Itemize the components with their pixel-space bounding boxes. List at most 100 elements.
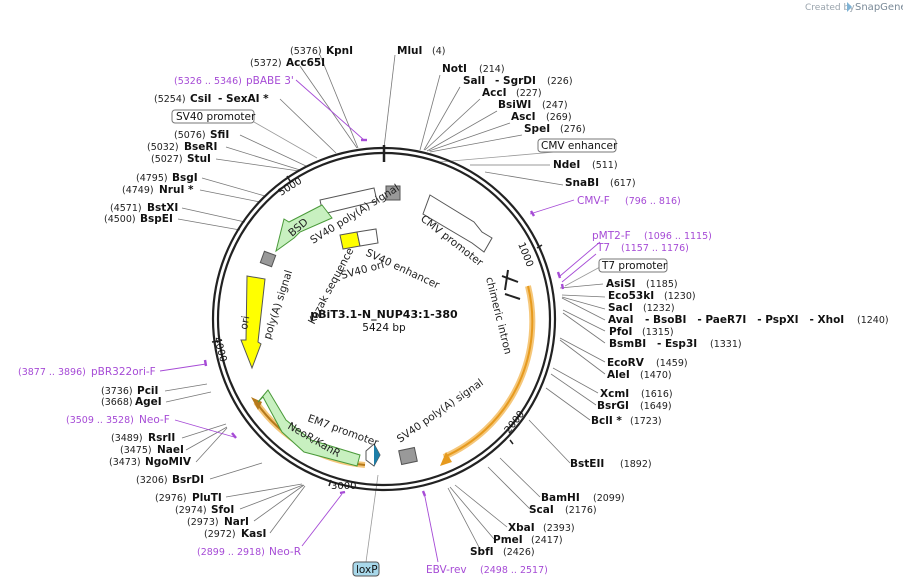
site-xbai: XbaI: [508, 522, 535, 534]
svg-text:(3475): (3475): [120, 445, 152, 456]
site-sali: SalI: [463, 75, 485, 87]
svg-text:(5372): (5372): [250, 58, 282, 69]
site-sfoi: SfoI: [211, 504, 234, 516]
svg-text:(3473): (3473): [109, 457, 141, 468]
site-snabi: SnaBI: [565, 177, 599, 189]
site-rsrii: RsrII: [148, 432, 175, 444]
svg-text:(1723): (1723): [630, 416, 662, 427]
ori-arrow: [240, 275, 266, 370]
chimeric-intron-marker: [501, 269, 521, 300]
svg-text:(2426): (2426): [503, 547, 535, 558]
feature-polya-signal: poly(A) signal: [261, 269, 295, 341]
site-noti: NotI: [442, 63, 467, 75]
tick-4000: 4000: [211, 336, 228, 363]
site-nrui: NruI *: [159, 184, 194, 196]
primer-neo-r: Neo-R: [269, 546, 301, 558]
tick-5000: 5000: [277, 176, 304, 199]
site-bsteii: BstEII: [570, 458, 604, 470]
svg-text:(2176): (2176): [565, 505, 597, 516]
site-bspei: BspEI: [140, 213, 173, 225]
site-ngomiv: NgoMIV: [145, 456, 192, 468]
site-naei: NaeI: [157, 444, 184, 456]
bsd-arrow: [275, 204, 333, 253]
site-alei: AleI: [607, 369, 630, 381]
svg-text:(3206): (3206): [136, 475, 168, 486]
plasmid-name: pBiT3.1-N_NUP43:1-380: [310, 308, 458, 321]
site-ecorv: EcoRV: [607, 357, 645, 369]
site-stui: StuI: [187, 153, 211, 165]
site-kasi: KasI: [241, 528, 266, 540]
site-eco53ki: Eco53kI: [608, 290, 654, 302]
svg-text:- Esp3I: - Esp3I: [657, 338, 697, 350]
site-sbfi: SbfI: [470, 546, 494, 558]
svg-text:(247): (247): [542, 100, 568, 111]
svg-text:(226): (226): [547, 76, 573, 87]
site-bsgi: BsgI: [172, 172, 198, 184]
primer-cmv-f: CMV-F: [577, 195, 610, 207]
primer-neo-f: Neo-F: [139, 414, 170, 426]
primer-pbabe3: pBABE 3': [246, 75, 294, 87]
svg-text:(227): (227): [516, 88, 542, 99]
svg-text:(796 .. 816): (796 .. 816): [625, 196, 681, 207]
svg-text:(5027): (5027): [151, 154, 183, 165]
svg-text:(1315): (1315): [642, 327, 674, 338]
svg-text:(617): (617): [610, 178, 636, 189]
svg-text:(2973): (2973): [187, 517, 219, 528]
svg-text:(2974): (2974): [175, 505, 207, 516]
svg-text:(1232): (1232): [643, 303, 675, 314]
feature-ori: ori: [238, 315, 252, 331]
site-mlui: MluI: [397, 45, 422, 57]
svg-text:(1096 .. 1115): (1096 .. 1115): [644, 231, 712, 242]
svg-text:(1157 .. 1176): (1157 .. 1176): [621, 243, 689, 254]
site-csii: CsiI: [190, 93, 211, 105]
feature-t7-promoter: T7 promoter: [601, 260, 668, 272]
feature-cmv-enhancer: CMV enhancer: [541, 140, 618, 152]
site-xcmi: XcmI: [600, 388, 629, 400]
site-avai: AvaI: [608, 314, 634, 326]
site-spei: SpeI: [524, 123, 550, 135]
tick-2000: 2000: [503, 409, 527, 436]
svg-text:(4500): (4500): [104, 214, 136, 225]
svg-text:(1230): (1230): [664, 291, 696, 302]
tick-3000: 3000: [331, 481, 356, 492]
neo-kan-arrow: [257, 389, 361, 467]
primer-pbr322ori-f: pBR322ori-F: [91, 366, 156, 378]
svg-text:(1331): (1331): [710, 339, 742, 350]
svg-text:(4749): (4749): [122, 185, 154, 196]
svg-text:(1240): (1240): [857, 315, 889, 326]
svg-text:(5376): (5376): [290, 46, 322, 57]
svg-text:- SgrDI: - SgrDI: [495, 75, 536, 87]
svg-text:(2972): (2972): [204, 529, 236, 540]
svg-text:(5032): (5032): [147, 142, 179, 153]
svg-text:(3668): (3668): [101, 397, 133, 408]
site-acc65i: Acc65I: [286, 57, 325, 69]
site-sfii: SfiI: [210, 129, 229, 141]
svg-text:(2899 .. 2918): (2899 .. 2918): [197, 547, 265, 558]
svg-text:(4795): (4795): [136, 173, 168, 184]
svg-text:(5326 .. 5346): (5326 .. 5346): [174, 76, 242, 87]
svg-text:- SexAI *: - SexAI *: [218, 93, 269, 105]
primer-t7: T7: [596, 242, 610, 254]
primer-ebv-rev: EBV-rev: [426, 564, 467, 576]
svg-text:(4): (4): [432, 46, 445, 57]
snapgene-brand: SnapGene: [855, 2, 903, 13]
svg-text:(1892): (1892): [620, 459, 652, 470]
site-pmei: PmeI: [493, 534, 523, 546]
primer-leaders: [159, 79, 601, 563]
svg-text:(269): (269): [546, 112, 572, 123]
site-bsrdi: BsrDI: [172, 474, 204, 486]
svg-text:(1470): (1470): [640, 370, 672, 381]
site-bsmbi: BsmBI: [609, 338, 646, 350]
svg-text:- BsoBI - PaeR7I - PspXI: - BsoBI - PaeR7I - PspXI - XhoI: [645, 314, 844, 326]
site-nari: NarI: [224, 516, 249, 528]
site-saci: SacI: [608, 302, 633, 314]
svg-text:(2498 .. 2517): (2498 .. 2517): [480, 565, 548, 576]
leader-lines: [164, 54, 606, 552]
svg-text:(2976): (2976): [155, 493, 187, 504]
site-acci: AccI: [482, 87, 506, 99]
feature-loxp: loxP: [356, 564, 378, 576]
site-bstxi: BstXI: [147, 202, 178, 214]
svg-text:(2393): (2393): [543, 523, 575, 534]
svg-text:(5254): (5254): [154, 94, 186, 105]
